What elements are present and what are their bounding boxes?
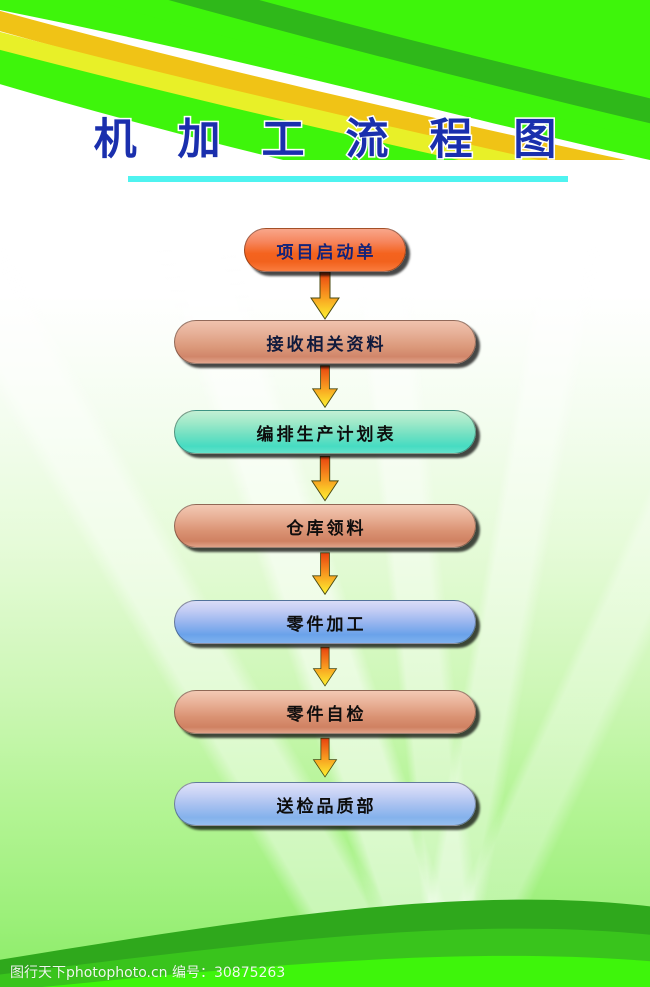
flow-step-row-1: 项目启动单 <box>0 228 650 272</box>
flow-node-warehouse-requisition[interactable]: 仓库领料 <box>174 504 476 548</box>
down-arrow-icon <box>312 737 338 778</box>
flow-node-label: 项目启动单 <box>276 242 377 263</box>
flow-node-receive-documents[interactable]: 接收相关资料 <box>174 320 476 364</box>
down-arrow-icon <box>310 272 340 320</box>
title-underline-rule <box>128 176 568 182</box>
flow-connector-row-4 <box>0 548 650 600</box>
flow-node-label: 仓库领料 <box>286 518 367 539</box>
flow-node-parts-self-inspection[interactable]: 零件自检 <box>174 690 476 734</box>
page-title: 机 加 工 流 程 图 <box>92 115 570 165</box>
watermark-text: 图行天下photophoto.cn 编号：30875263 <box>10 965 286 981</box>
process-flow-chart: 项目启动单 接收相关资料 <box>0 228 650 826</box>
down-arrow-icon <box>311 365 339 409</box>
flow-node-label: 零件加工 <box>286 614 367 635</box>
flow-step-row-2: 接收相关资料 <box>0 320 650 364</box>
flow-step-row-5: 零件加工 <box>0 600 650 644</box>
flow-node-production-schedule[interactable]: 编排生产计划表 <box>174 410 476 454</box>
down-arrow-icon <box>310 455 340 502</box>
flow-step-row-6: 零件自检 <box>0 690 650 734</box>
flow-connector-row-2 <box>0 364 650 410</box>
flow-step-row-3: 编排生产计划表 <box>0 410 650 454</box>
flow-node-label: 编排生产计划表 <box>256 424 397 445</box>
flow-node-label: 送检品质部 <box>276 796 377 817</box>
flow-connector-row-5 <box>0 644 650 690</box>
flow-step-row-4: 仓库领料 <box>0 504 650 548</box>
flow-node-submit-to-quality-dept[interactable]: 送检品质部 <box>174 782 476 826</box>
flow-connector-row-6 <box>0 734 650 782</box>
flow-connector-row-1 <box>0 272 650 320</box>
flow-node-label: 接收相关资料 <box>266 334 387 355</box>
flow-connector-row-3 <box>0 454 650 504</box>
poster-title-container: 机 加 工 流 程 图 <box>0 115 650 165</box>
down-arrow-icon <box>311 552 339 596</box>
flow-node-project-start-order[interactable]: 项目启动单 <box>244 228 406 272</box>
flow-node-parts-machining[interactable]: 零件加工 <box>174 600 476 644</box>
flow-step-row-7: 送检品质部 <box>0 782 650 826</box>
down-arrow-icon <box>312 646 338 687</box>
flow-node-label: 零件自检 <box>286 704 367 725</box>
